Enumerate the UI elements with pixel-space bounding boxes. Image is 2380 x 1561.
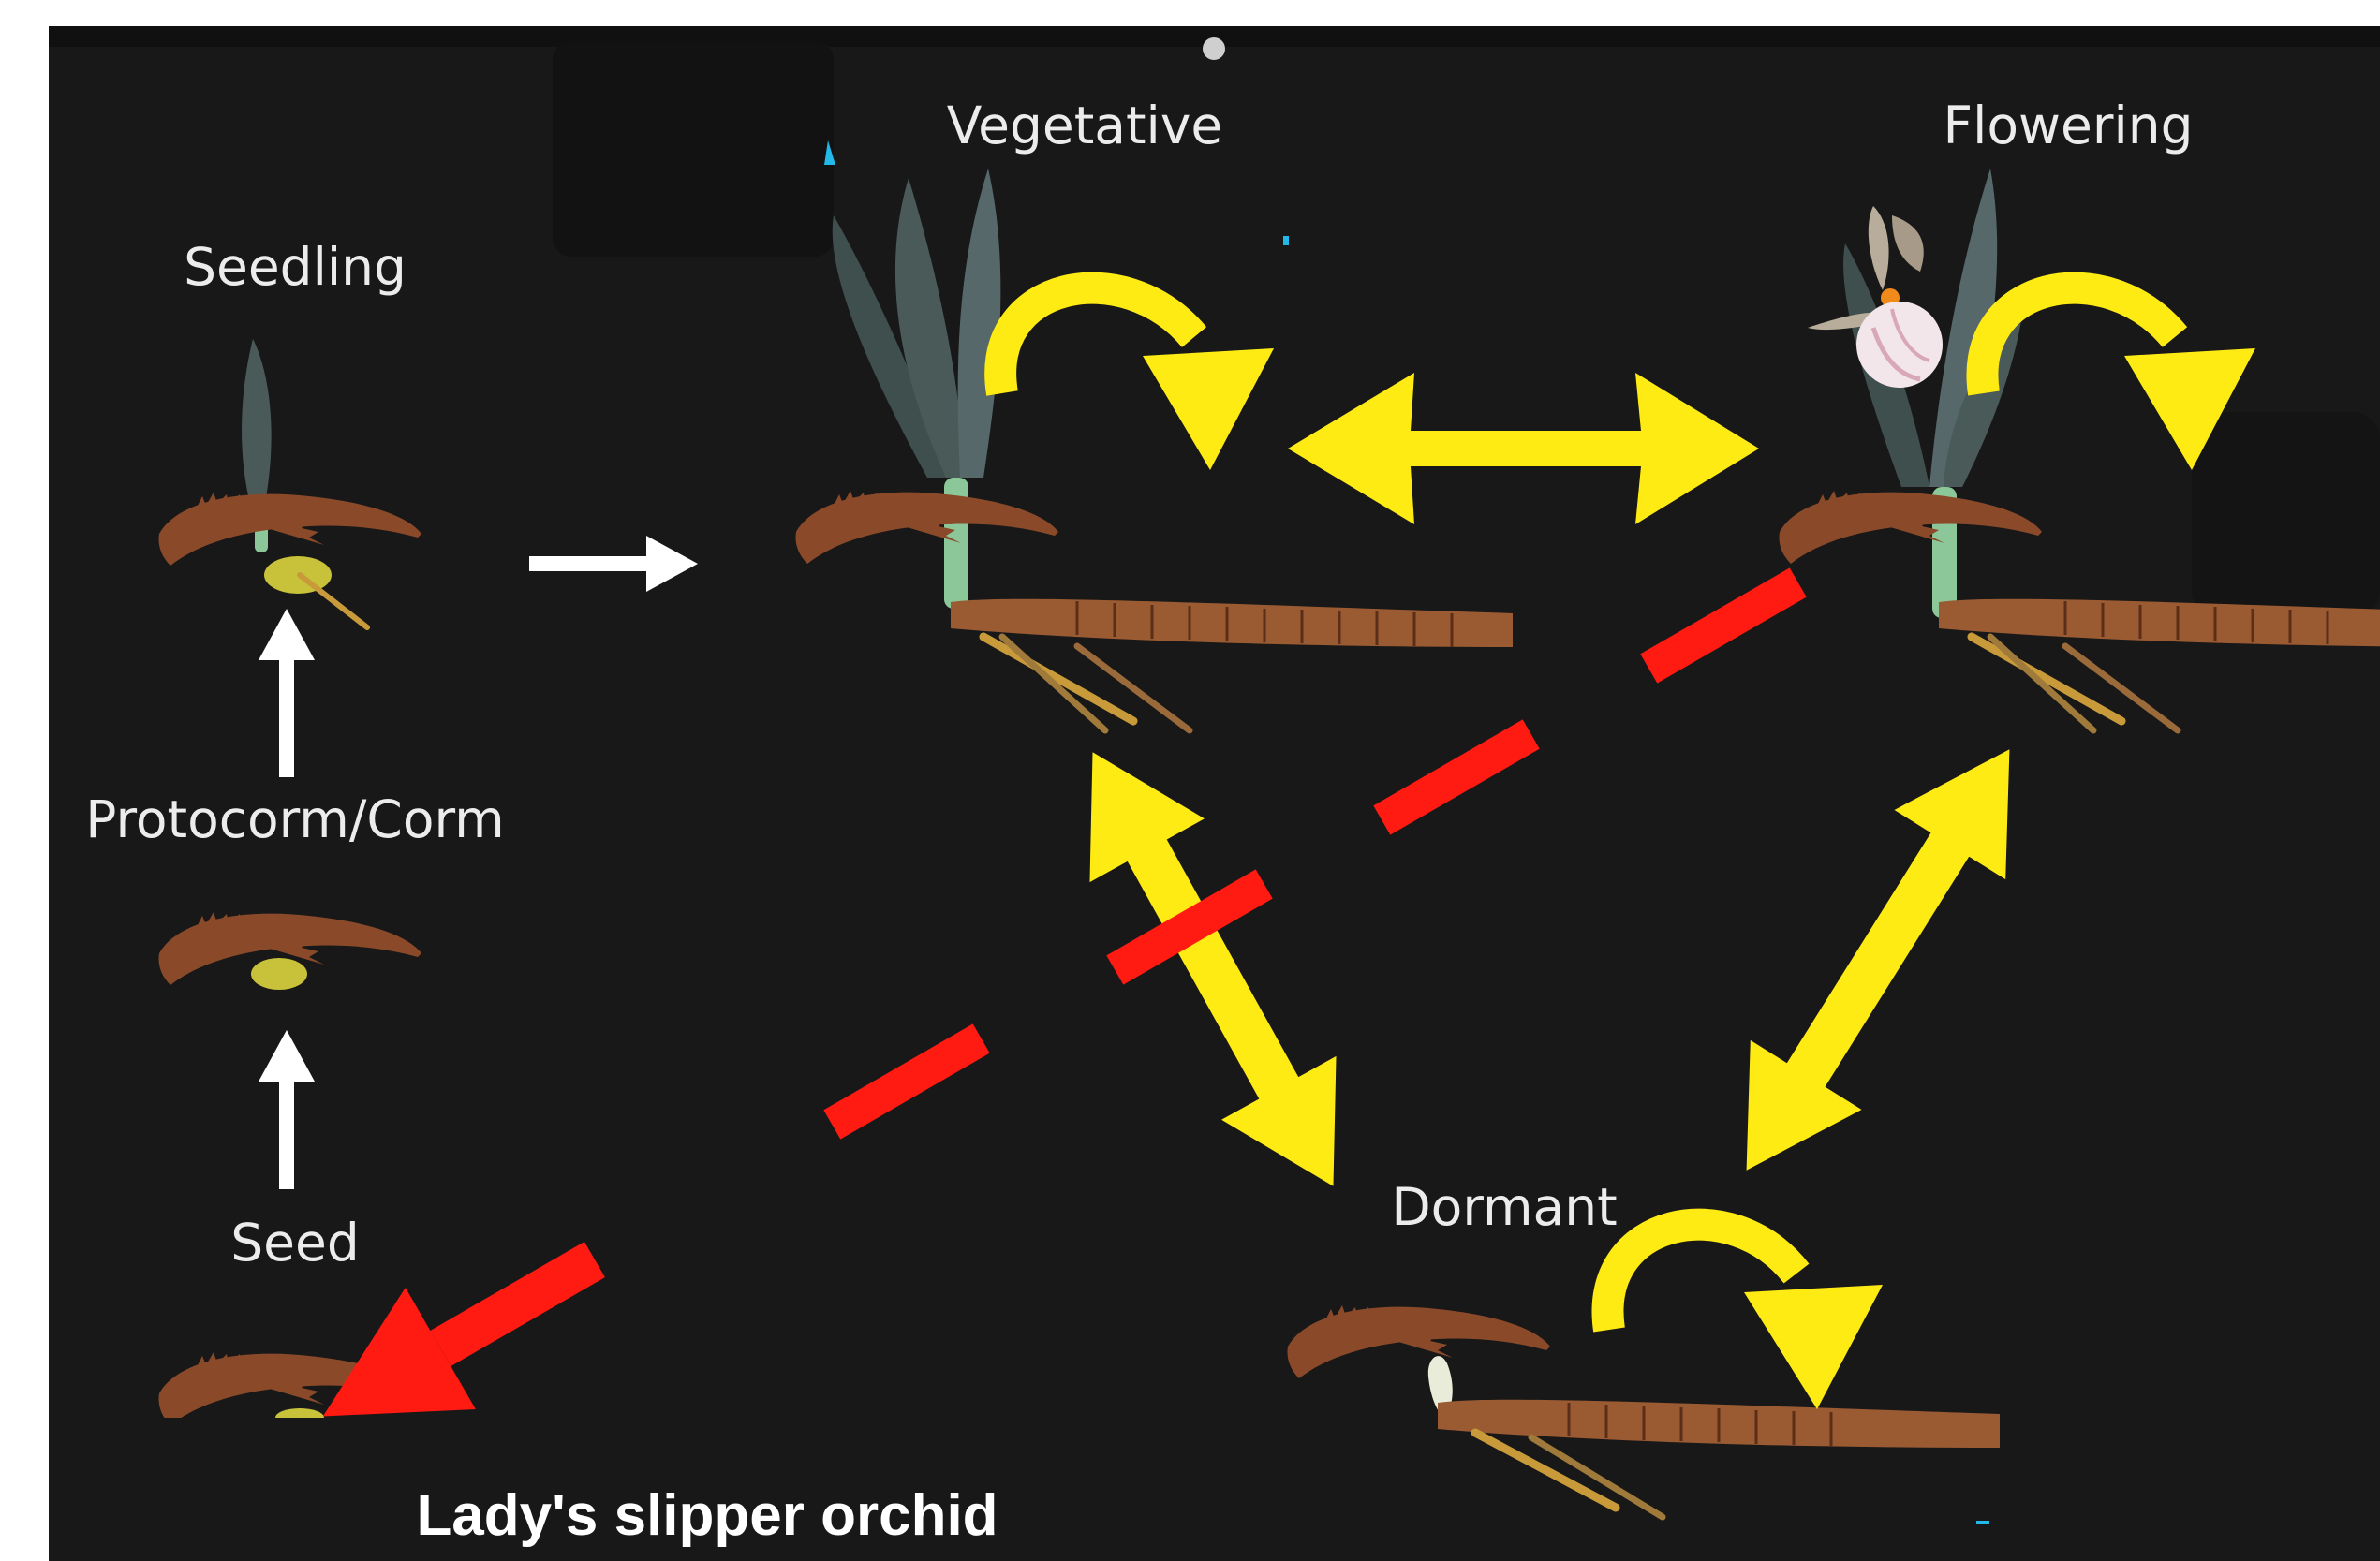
stage-label-flowering: Flowering [1943, 100, 2193, 152]
stage-label-protocorm: Protocorm/Corm [85, 794, 504, 846]
dark-patch-right [2192, 412, 2380, 618]
dark-patch [553, 41, 834, 257]
glitch-fragment [1283, 236, 1289, 245]
stage-label-dormant: Dormant [1391, 1182, 1617, 1233]
top-dot-icon [1203, 37, 1225, 60]
stage-label-seed: Seed [230, 1217, 360, 1269]
diagram-caption: Lady's slipper orchid [416, 1487, 998, 1545]
stage-label-seedling: Seedling [184, 242, 407, 293]
stage-label-vegetative: Vegetative [947, 100, 1222, 152]
glitch-fragment [1976, 1521, 1989, 1524]
